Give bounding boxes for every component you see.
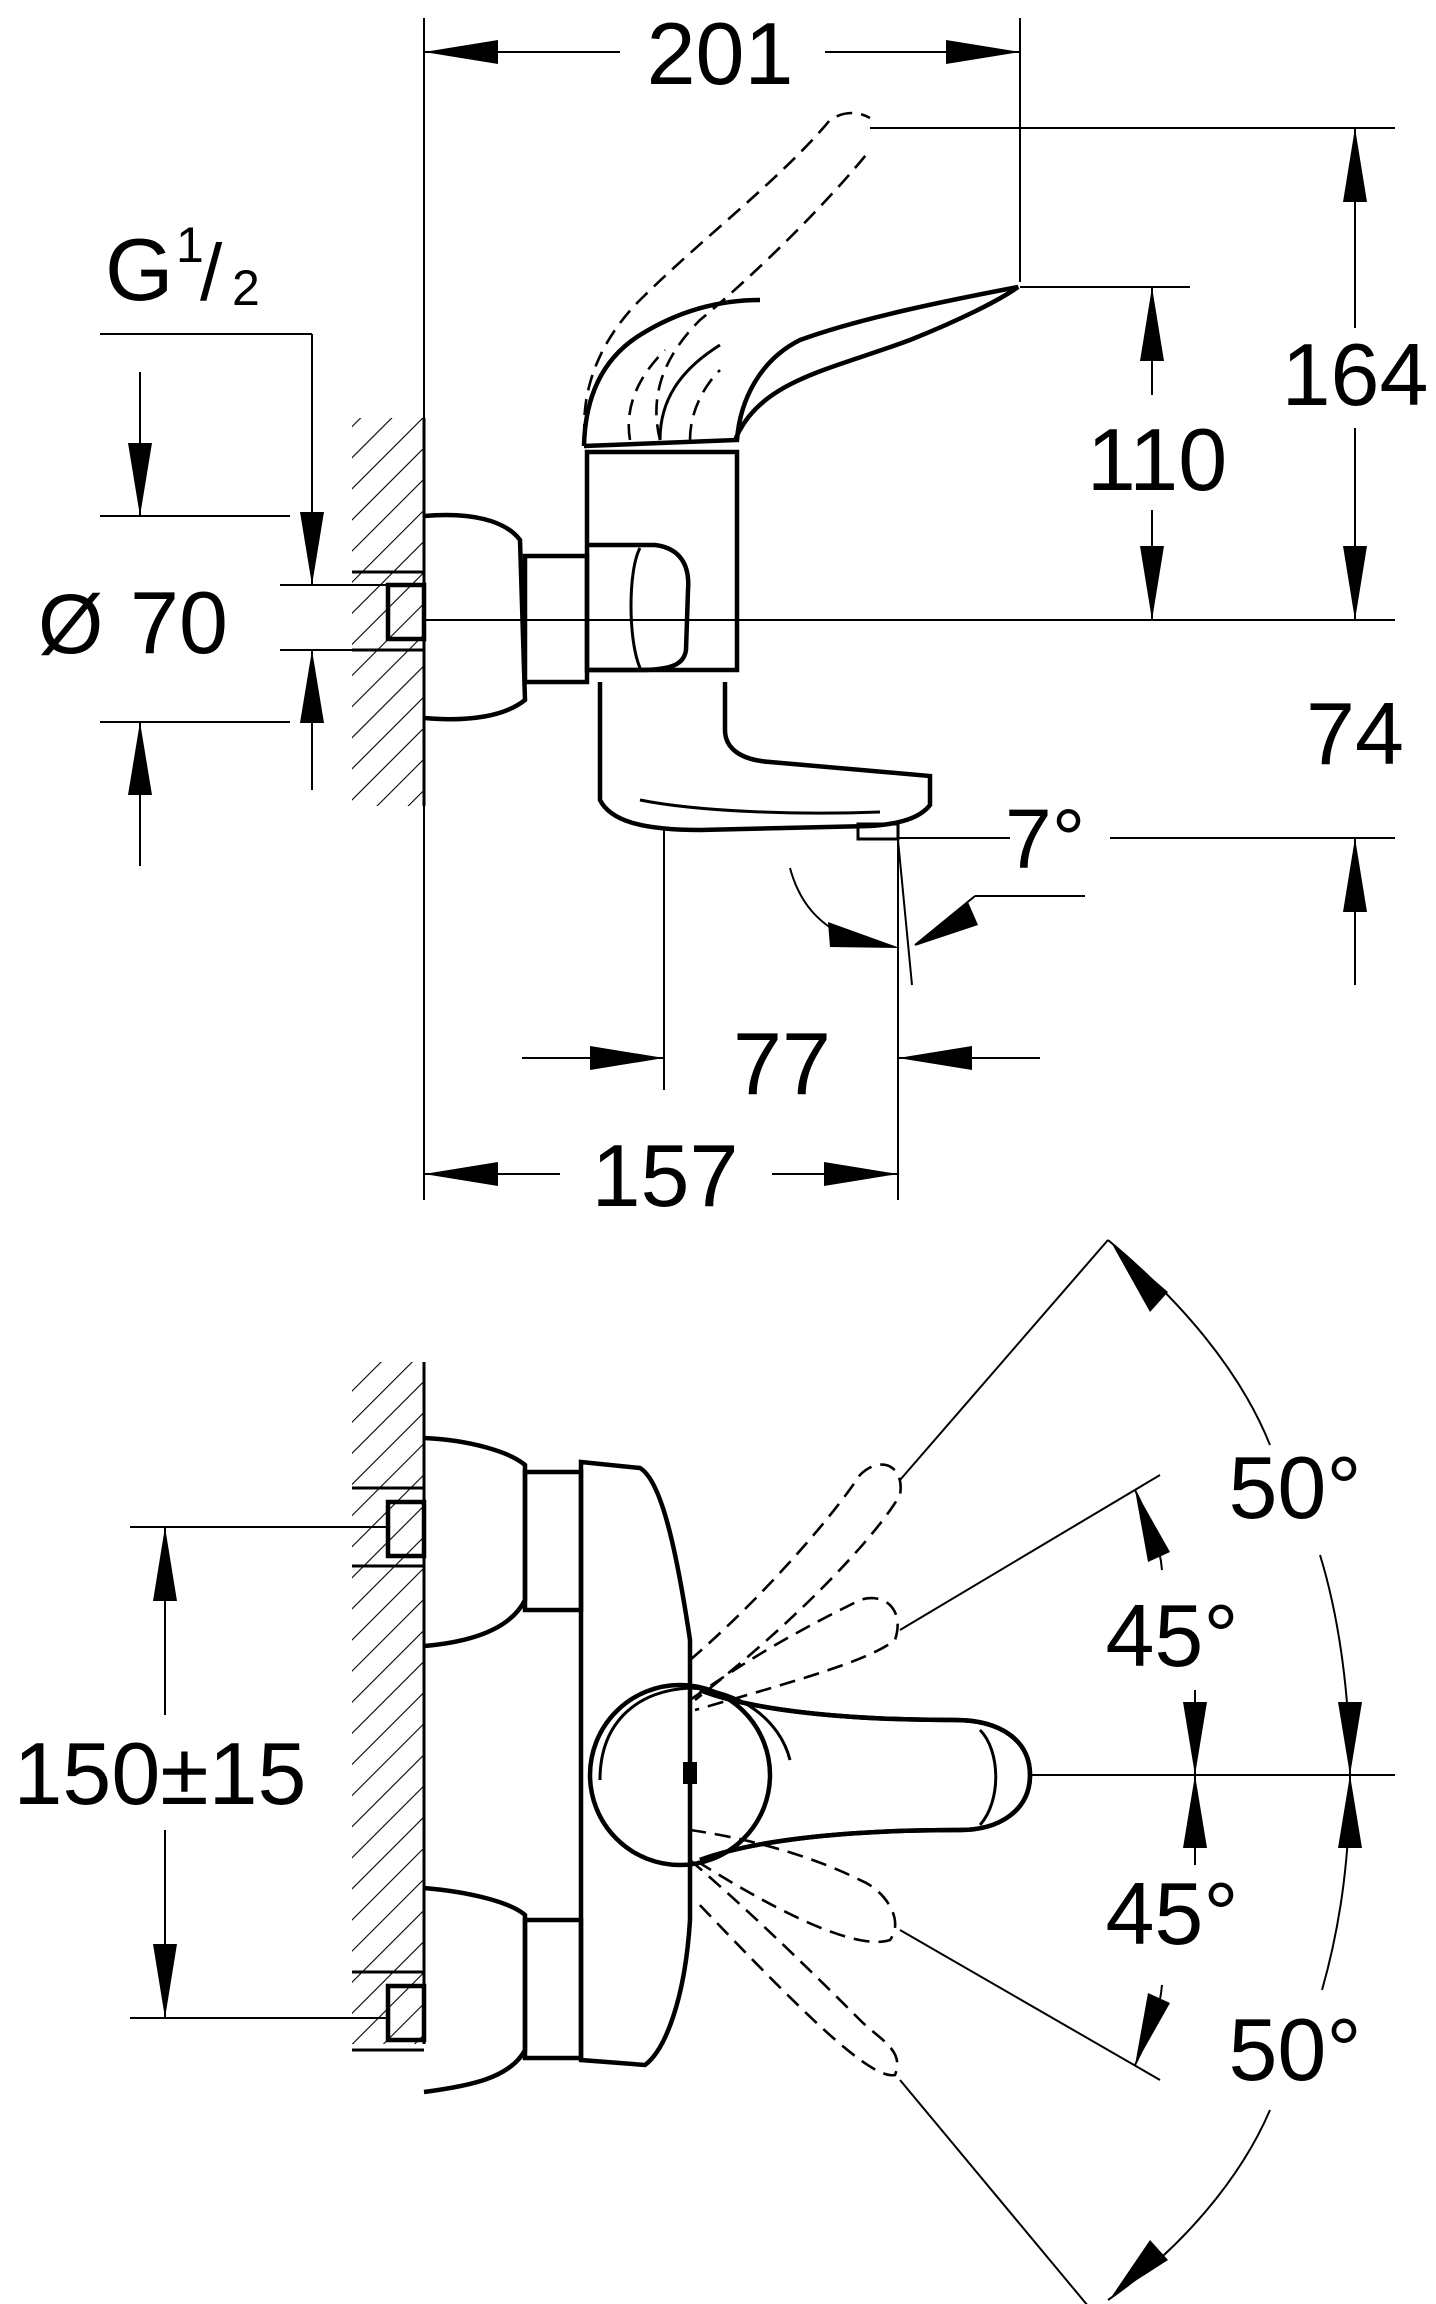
dim-77-label: 77 — [733, 1014, 831, 1113]
side-body — [522, 449, 740, 685]
top-angle-rays — [899, 1239, 1395, 2304]
dim-150-label: 150±15 — [13, 1724, 306, 1823]
angle-45-lower-label: 45° — [1105, 1864, 1238, 1963]
dim-201: 201 — [424, 4, 1020, 103]
dim-201-label: 201 — [647, 4, 794, 103]
diameter-label: 70 — [130, 573, 228, 672]
top-connector-upper — [522, 1469, 584, 1613]
thread-numerator: 1 — [176, 217, 204, 273]
dim-164-label: 164 — [1282, 325, 1429, 424]
dim-164: 164 — [870, 127, 1429, 620]
dim-157: 157 — [424, 1126, 898, 1225]
top-lever-dashed — [689, 1463, 902, 2077]
side-view: 201 164 110 74 — [38, 4, 1428, 1225]
top-lever — [587, 1682, 1033, 1868]
spout-angle-label: 7° — [1005, 792, 1085, 886]
top-view: 50° 45° 45° 50° — [13, 1239, 1395, 2304]
dim-45-lower: 45° — [1105, 1775, 1239, 2066]
angle-50-lower-label: 50° — [1228, 2000, 1361, 2099]
side-lever-raised-dashed — [582, 111, 872, 441]
dim-50-lower: 50° — [1107, 1774, 1362, 2301]
side-lever — [581, 284, 1020, 449]
dim-157-label: 157 — [592, 1126, 739, 1225]
lever-indicator — [683, 1762, 697, 1784]
dim-150: 150±15 — [13, 1526, 390, 2019]
thread-denominator: 2 — [232, 260, 260, 316]
top-connector-lower — [522, 1917, 584, 2061]
diameter-symbol: Ø — [38, 577, 103, 671]
dim-diameter: Ø 70 — [38, 372, 290, 866]
angle-45-upper-label: 45° — [1105, 1586, 1238, 1685]
thread-slash: / — [200, 228, 223, 317]
thread-g-label: G — [105, 220, 173, 319]
dim-77: 77 — [522, 830, 1040, 1200]
dim-110: 110 — [1020, 286, 1227, 620]
dim-74-label: 74 — [1306, 684, 1404, 783]
side-spout — [597, 682, 933, 841]
dim-50-upper: 50° — [1107, 1239, 1362, 1776]
dim-45-upper: 45° — [1105, 1489, 1239, 1775]
dim-74: 74 — [1110, 684, 1404, 985]
dim-110-label: 110 — [1087, 410, 1227, 509]
dim-7deg: 7° — [789, 792, 1085, 986]
dim-thread: G 1 / 2 — [100, 217, 420, 790]
angle-50-upper-label: 50° — [1228, 1438, 1361, 1537]
top-wall — [352, 1362, 426, 2044]
top-body — [578, 1459, 693, 2068]
